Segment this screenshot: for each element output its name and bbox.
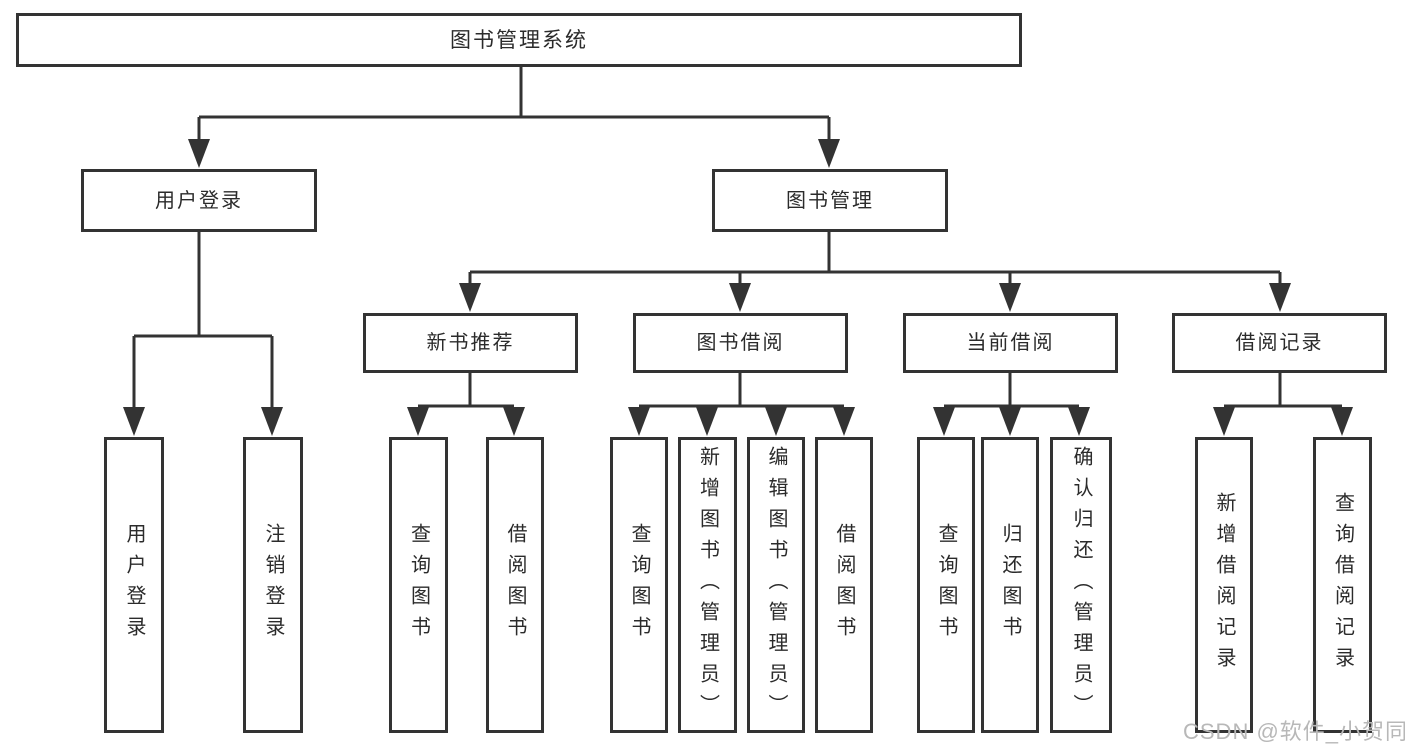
node-book-management: 图书管理 [712,169,948,232]
csdn-watermark: CSDN @软件_小贺同学 [1183,719,1405,744]
arrow-down-icon [123,407,145,436]
arrow-down-icon [818,139,840,168]
arrow-down-icon [933,407,955,436]
node-user-login: 用户登录 [81,169,317,232]
arrow-down-icon [261,407,283,436]
leaf-query-books-recommend: 查询图书 [389,437,448,733]
arrow-down-icon [503,407,525,436]
arrow-down-icon [999,283,1021,312]
leaf-query-borrow-record: 查询借阅记录 [1313,437,1372,733]
arrow-down-icon [1213,407,1235,436]
leaf-borrow-books-recommend: 借阅图书 [486,437,544,733]
node-new-book-recommend: 新书推荐 [363,313,578,373]
connector-new-book-to-children [418,373,514,408]
leaf-borrow-books: 借阅图书 [815,437,873,733]
connector-user-login-to-children [132,232,274,409]
connector-book-borrow-to-children [639,373,844,408]
arrow-down-icon [729,283,751,312]
arrow-down-icon [407,407,429,436]
node-current-borrow: 当前借阅 [903,313,1118,373]
node-borrow-records: 借阅记录 [1172,313,1387,373]
node-book-borrow: 图书借阅 [633,313,848,373]
leaf-add-borrow-record: 新增借阅记录 [1195,437,1253,733]
connector-root-to-level2 [197,67,831,142]
arrow-down-icon [188,139,210,168]
arrowheads [123,139,1353,436]
connector-borrow-records-to-children [1224,373,1342,408]
leaf-confirm-return-admin: 确认归还（管理员） [1050,437,1112,733]
leaf-edit-book-admin: 编辑图书（管理员） [747,437,805,733]
arrow-down-icon [1068,407,1090,436]
arrow-down-icon [999,407,1021,436]
arrow-down-icon [1269,283,1291,312]
node-library-system: 图书管理系统 [16,13,1022,67]
leaf-return-book: 归还图书 [981,437,1039,733]
leaf-logout: 注销登录 [243,437,303,733]
leaf-query-books-current: 查询图书 [917,437,975,733]
leaf-add-book-admin: 新增图书（管理员） [678,437,737,733]
arrow-down-icon [765,407,787,436]
connector-book-mgmt-to-level3 [468,232,1282,285]
arrow-down-icon [459,283,481,312]
leaf-query-books-borrow: 查询图书 [610,437,668,733]
arrow-down-icon [833,407,855,436]
arrow-down-icon [628,407,650,436]
leaf-user-login: 用户登录 [104,437,164,733]
connector-current-borrow-to-children [944,373,1079,408]
arrow-down-icon [1331,407,1353,436]
arrow-down-icon [696,407,718,436]
